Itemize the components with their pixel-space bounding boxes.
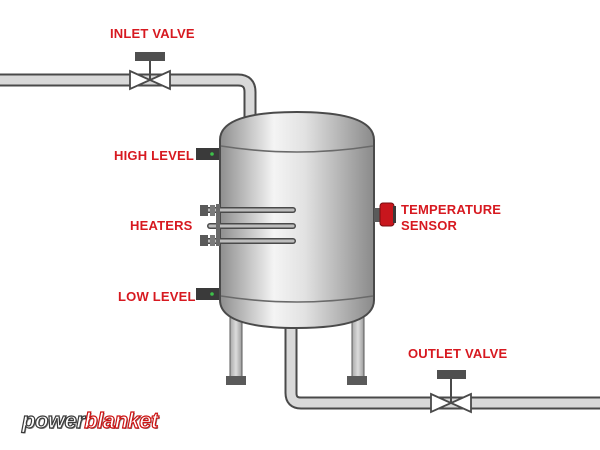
inlet-valve-label: INLET VALVE bbox=[110, 26, 195, 41]
heaters-label: HEATERS bbox=[130, 218, 193, 233]
tank bbox=[219, 110, 375, 330]
tank-legs bbox=[226, 315, 367, 385]
temperature-sensor-label-line2: SENSOR bbox=[401, 218, 458, 233]
temperature-sensor-icon bbox=[374, 202, 396, 227]
logo-part-blanket: blanket bbox=[84, 407, 159, 433]
logo-part-power: power bbox=[21, 407, 85, 433]
outlet-pipe bbox=[284, 325, 600, 410]
outlet-valve-icon bbox=[430, 370, 472, 414]
high-level-sensor-icon bbox=[196, 148, 219, 160]
temperature-sensor-label-line1: TEMPERATURE bbox=[401, 202, 502, 217]
temperature-sensor-label: TEMPERATURE SENSOR bbox=[401, 202, 501, 234]
inlet-valve-icon bbox=[129, 52, 171, 91]
low-level-label: LOW LEVEL bbox=[118, 289, 196, 304]
inlet-pipe bbox=[0, 73, 257, 118]
heater-elements-icon bbox=[200, 204, 296, 246]
powerblanket-logo: powerblanket bbox=[21, 407, 159, 434]
high-level-label: HIGH LEVEL bbox=[114, 148, 195, 163]
low-level-sensor-icon bbox=[196, 288, 219, 300]
outlet-valve-label: OUTLET VALVE bbox=[408, 346, 508, 361]
